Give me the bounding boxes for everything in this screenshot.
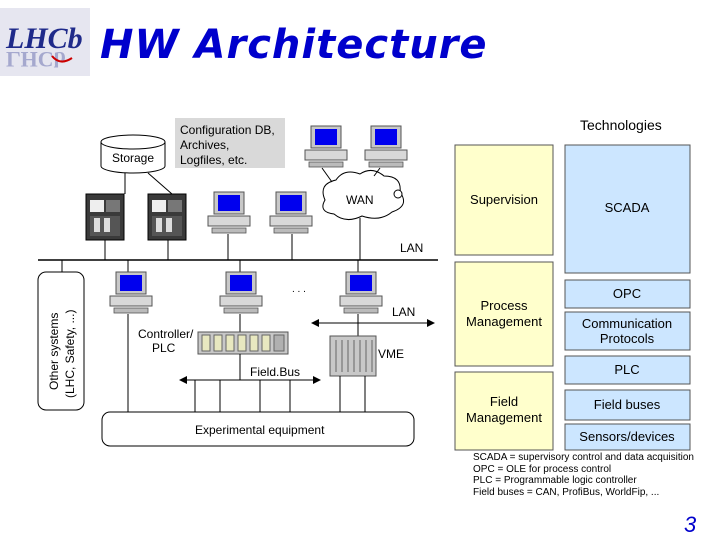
config-db-line-3: Logfiles, etc. xyxy=(180,153,247,167)
pc-icon xyxy=(219,271,263,314)
legend-line: SCADA = supervisory control and data acq… xyxy=(473,452,694,463)
level-process-line-1: Process xyxy=(481,298,528,313)
tech-protocols-box xyxy=(564,311,691,351)
legend: SCADA = supervisory control and data acq… xyxy=(473,452,694,498)
tech-opc-label: OPC xyxy=(613,286,641,301)
tech-sensors-box xyxy=(564,423,691,451)
tech-fieldbuses-box xyxy=(564,389,691,421)
other-systems-line-1: Other systems xyxy=(47,313,61,390)
pc-icon xyxy=(364,125,408,168)
level-process-box xyxy=(454,261,554,367)
vme-crate-icon xyxy=(329,335,377,377)
storage-label: Storage xyxy=(112,151,154,165)
plc-rack-icon xyxy=(197,331,289,355)
pc-icon xyxy=(207,191,251,234)
page-title: HW Architecture xyxy=(100,22,488,68)
tech-fieldbuses-label: Field buses xyxy=(594,397,661,412)
legend-line: Field buses = CAN, ProfiBus, WorldFip, .… xyxy=(473,486,660,498)
pc-icon xyxy=(109,271,153,314)
lan-mid-label: LAN xyxy=(392,305,415,319)
tech-protocols-line-1: Communication xyxy=(582,316,672,331)
experimental-equipment-box xyxy=(101,411,415,447)
wan-label: WAN xyxy=(346,193,374,207)
fieldbus-label: Field.Bus xyxy=(250,365,300,379)
legend-line: OPC = OLE for process control xyxy=(473,463,612,475)
logo-text: LHCb xyxy=(5,22,83,55)
lhcb-logo: LHCb LHCb xyxy=(0,8,90,76)
technologies-heading: Technologies xyxy=(580,117,662,133)
tech-scada-box xyxy=(564,144,691,274)
tech-opc-box xyxy=(564,279,691,309)
vme-label: VME xyxy=(378,347,404,361)
controller-plc-line-1: Controller/ xyxy=(138,327,194,341)
experimental-equipment-label: Experimental equipment xyxy=(195,423,325,437)
tech-scada-label: SCADA xyxy=(605,200,650,215)
rack-icon xyxy=(85,193,125,241)
config-db-line-1: Configuration DB, xyxy=(180,123,275,137)
level-field-line-1: Field xyxy=(490,394,518,409)
page-number: 3 xyxy=(684,512,697,537)
level-supervision-box xyxy=(454,144,554,256)
level-supervision-label: Supervision xyxy=(470,192,538,207)
level-process-line-2: Management xyxy=(466,314,542,329)
storage-icon xyxy=(100,134,166,174)
tech-sensors-label: Sensors/devices xyxy=(579,429,675,444)
rack-icon xyxy=(147,193,187,241)
controller-plc-line-2: PLC xyxy=(152,341,176,355)
config-db-line-2: Archives, xyxy=(180,138,229,152)
lan-top-label: LAN xyxy=(400,241,423,255)
level-field-line-2: Management xyxy=(466,410,542,425)
tech-plc-box xyxy=(564,355,691,385)
config-db-box xyxy=(175,118,285,168)
legend-line: PLC = Programmable logic controller xyxy=(473,475,637,486)
level-field-box xyxy=(454,371,554,451)
tech-protocols-line-2: Protocols xyxy=(600,331,655,346)
pc-icon xyxy=(269,191,313,234)
dots-label: . . . xyxy=(292,284,306,295)
tech-plc-label: PLC xyxy=(614,362,639,377)
other-systems-box xyxy=(37,271,85,411)
other-systems-line-2: (LHC, Safety, ...) xyxy=(63,310,77,398)
pc-icon xyxy=(304,125,348,168)
pc-icon xyxy=(339,271,383,314)
